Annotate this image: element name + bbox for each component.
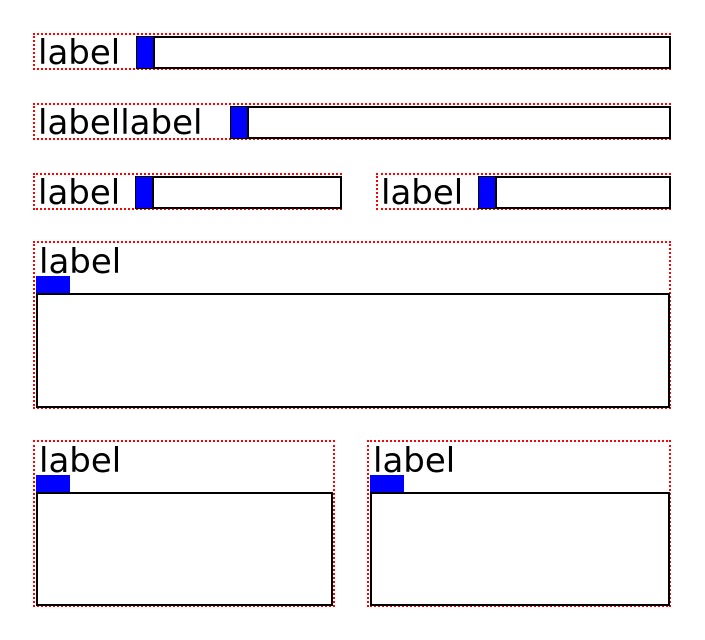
row2-text-input[interactable]: [247, 106, 671, 139]
row3-left-text-input[interactable]: [152, 176, 342, 209]
form-row-4: label: [33, 241, 671, 409]
row4-textarea[interactable]: [36, 293, 670, 408]
row4-focus-marker: [36, 276, 70, 294]
form-row-3-left: label: [33, 173, 342, 210]
row3-right-text-input[interactable]: [495, 176, 671, 209]
row3-right-label: label: [381, 173, 464, 213]
row1-label: label: [38, 33, 121, 73]
row5-right-focus-marker: [370, 475, 404, 493]
form-row-5-left: label: [33, 440, 335, 607]
row1-focus-marker: [136, 36, 154, 69]
row5-left-focus-marker: [36, 475, 70, 493]
row1-text-input[interactable]: [153, 36, 671, 69]
row5-left-textarea[interactable]: [36, 492, 333, 606]
form-row-5-right: label: [367, 440, 671, 607]
form-row-3-right: label: [376, 173, 671, 210]
row4-label: label: [39, 242, 122, 282]
form-row-2: labellabel: [33, 103, 671, 140]
form-row-1: label: [33, 33, 671, 70]
row2-label: labellabel: [38, 103, 203, 143]
row5-left-label: label: [39, 441, 122, 481]
row5-right-textarea[interactable]: [370, 492, 670, 606]
row2-focus-marker: [230, 106, 248, 139]
row3-left-focus-marker: [135, 176, 153, 209]
row3-right-focus-marker: [478, 176, 496, 209]
row5-right-label: label: [373, 441, 456, 481]
row3-left-label: label: [38, 173, 121, 213]
